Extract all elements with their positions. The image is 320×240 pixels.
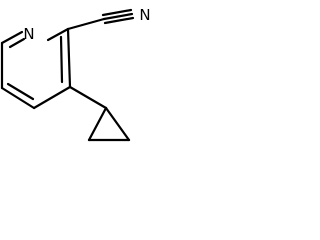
chemical-structure-figure: N N <box>0 0 153 148</box>
cyclopropyl-bond-a <box>87 106 108 142</box>
nitrile-nitrogen-label: N <box>139 6 150 24</box>
bond-c3-c4 <box>32 85 72 110</box>
bond-c2-c3-inner <box>59 35 64 84</box>
triple-bond-line-3 <box>103 16 135 25</box>
bond-c2-cn <box>66 17 106 31</box>
bond-c2-c3 <box>66 27 72 89</box>
nitrile-group <box>66 8 135 31</box>
pyridine-ring <box>0 27 72 110</box>
bond-c6-n1-inner <box>8 37 26 49</box>
triple-bond-line-1 <box>101 8 133 17</box>
cyclopropyl-bond-c <box>104 106 131 142</box>
cyclopropyl-group <box>68 85 131 142</box>
bond-c4-c5 <box>0 86 36 110</box>
bond-c6-n1 <box>0 30 24 45</box>
bond-c3-cyclopropyl <box>68 85 108 110</box>
triple-bond-line-2 <box>102 12 134 21</box>
bond-n1-c2 <box>46 27 70 42</box>
chemical-structure-svg: N N <box>0 6 151 142</box>
ring-nitrogen-label: N <box>23 25 34 43</box>
bond-c4-c5-inner <box>6 82 35 101</box>
